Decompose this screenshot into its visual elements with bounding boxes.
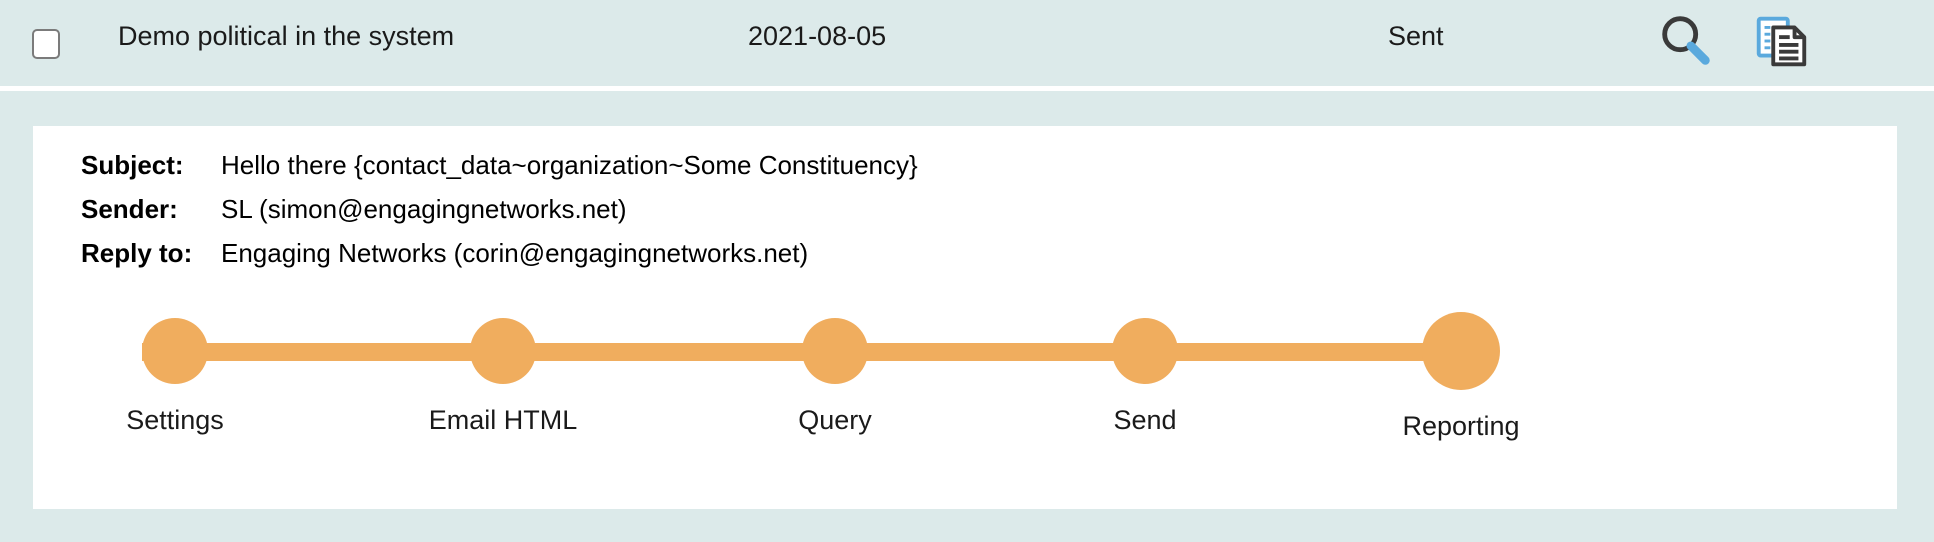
stepper-step-query[interactable]: Query (715, 306, 955, 436)
step-dot-send[interactable] (1112, 318, 1178, 384)
reply-to-value: Engaging Networks (corin@engagingnetwork… (221, 238, 809, 268)
step-label-reporting[interactable]: Reporting (1402, 411, 1520, 441)
row-actions (1655, 10, 1915, 76)
meta-row-reply-to: Reply to: Engaging Networks (corin@engag… (81, 238, 918, 282)
step-dot-settings[interactable] (142, 318, 208, 384)
step-dot-reporting[interactable] (1422, 312, 1500, 390)
stepper-step-email-html[interactable]: Email HTML (383, 306, 623, 436)
stepper-step-reporting[interactable]: Reporting (1341, 306, 1581, 442)
step-label-settings[interactable]: Settings (126, 405, 224, 435)
reply-to-label: Reply to: (81, 238, 193, 268)
step-dot-query[interactable] (802, 318, 868, 384)
step-label-email-html[interactable]: Email HTML (428, 405, 578, 435)
campaign-name[interactable]: Demo political in the system (118, 21, 455, 51)
stepper-step-send[interactable]: Send (1025, 306, 1265, 436)
sender-value: SL (simon@engagingnetworks.net) (221, 194, 627, 224)
step-label-query[interactable]: Query (798, 405, 872, 435)
step-label-send[interactable]: Send (1113, 405, 1177, 435)
subject-value: Hello there {contact_data~organization~S… (221, 150, 918, 180)
step-dot-email-html[interactable] (470, 318, 536, 384)
campaign-stepper: Settings Email HTML Query Send Reporting (33, 306, 1897, 466)
stepper-track (142, 343, 1429, 361)
campaign-summary-row: Demo political in the system 2021-08-05 … (0, 0, 1934, 88)
campaign-detail-panel: Subject: Hello there {contact_data~organ… (33, 126, 1897, 509)
subject-label: Subject: (81, 150, 184, 180)
campaign-meta-list: Subject: Hello there {contact_data~organ… (81, 150, 918, 282)
row-divider (0, 86, 1934, 91)
status-badge: Sent (1388, 21, 1444, 51)
stepper-step-settings[interactable]: Settings (55, 306, 295, 436)
copy-icon[interactable] (1750, 10, 1812, 72)
meta-row-sender: Sender: SL (simon@engagingnetworks.net) (81, 194, 918, 238)
search-icon[interactable] (1655, 10, 1717, 72)
sender-label: Sender: (81, 194, 178, 224)
campaign-date: 2021-08-05 (748, 21, 887, 51)
row-select-checkbox[interactable] (32, 29, 60, 59)
meta-row-subject: Subject: Hello there {contact_data~organ… (81, 150, 918, 194)
